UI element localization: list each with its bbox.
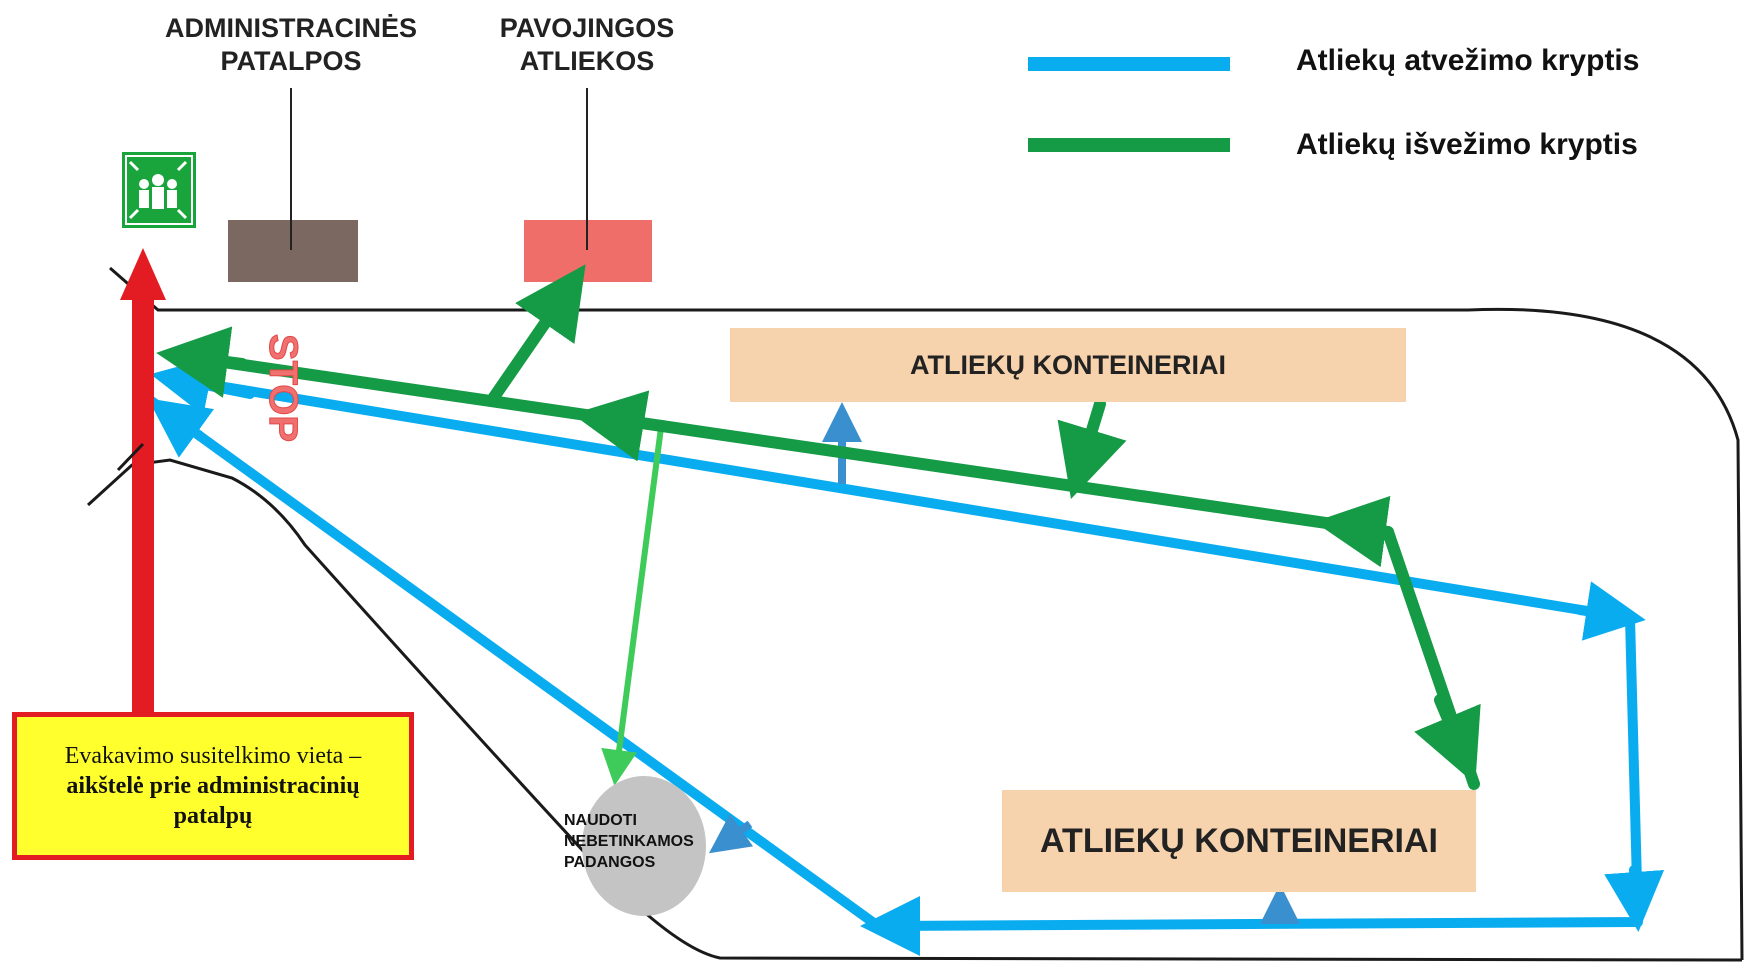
evacuation-line2: aikštelė prie administracinių [66,773,360,799]
admin-building-label: ADMINISTRACINĖS PATALPOS [148,12,434,78]
stop-sign: STOP [261,333,306,442]
evacuation-line1: Evakavimo susitelkimo vieta – [64,743,362,769]
hazard-label-line2: ATLIEKOS [519,46,655,76]
admin-label-line1: ADMINISTRACINĖS [164,13,417,43]
containers-bottom: ATLIEKŲ KONTEINERIAI [1002,790,1476,892]
assembly-point-icon [122,152,196,228]
evacuation-note: Evakavimo susitelkimo vieta – aikštelė p… [12,712,414,860]
tires-label: NAUDOTI NEBETINKAMOS PADANGOS [564,810,694,873]
svg-text:STOP: STOP [261,334,305,442]
tires-label-line1: NAUDOTI [564,812,637,829]
evacuation-arrow [116,248,166,714]
tire-route [601,419,665,786]
tires-label-line2: NEBETINKAMOS [564,833,694,850]
evacuation-line3: patalpų [173,803,253,829]
admin-label-line2: PATALPOS [220,46,362,76]
removal-route [156,264,1481,790]
containers-bottom-label: ATLIEKŲ KONTEINERIAI [1040,821,1438,860]
tire-pile [582,776,706,916]
hazard-label-line1: PAVOJINGOS [499,13,675,43]
tires-label-line3: PADANGOS [564,854,656,871]
legend-removal-label: Atliekų išvežimo kryptis [1296,128,1638,161]
hazard-building-label: PAVOJINGOS ATLIEKOS [484,12,690,78]
containers-top: ATLIEKŲ KONTEINERIAI [730,328,1406,402]
site-boundary [86,266,1744,962]
legend-delivery-label: Atliekų atvežimo kryptis [1296,44,1640,77]
containers-top-label: ATLIEKŲ KONTEINERIAI [910,349,1226,380]
admin-building [228,220,358,282]
